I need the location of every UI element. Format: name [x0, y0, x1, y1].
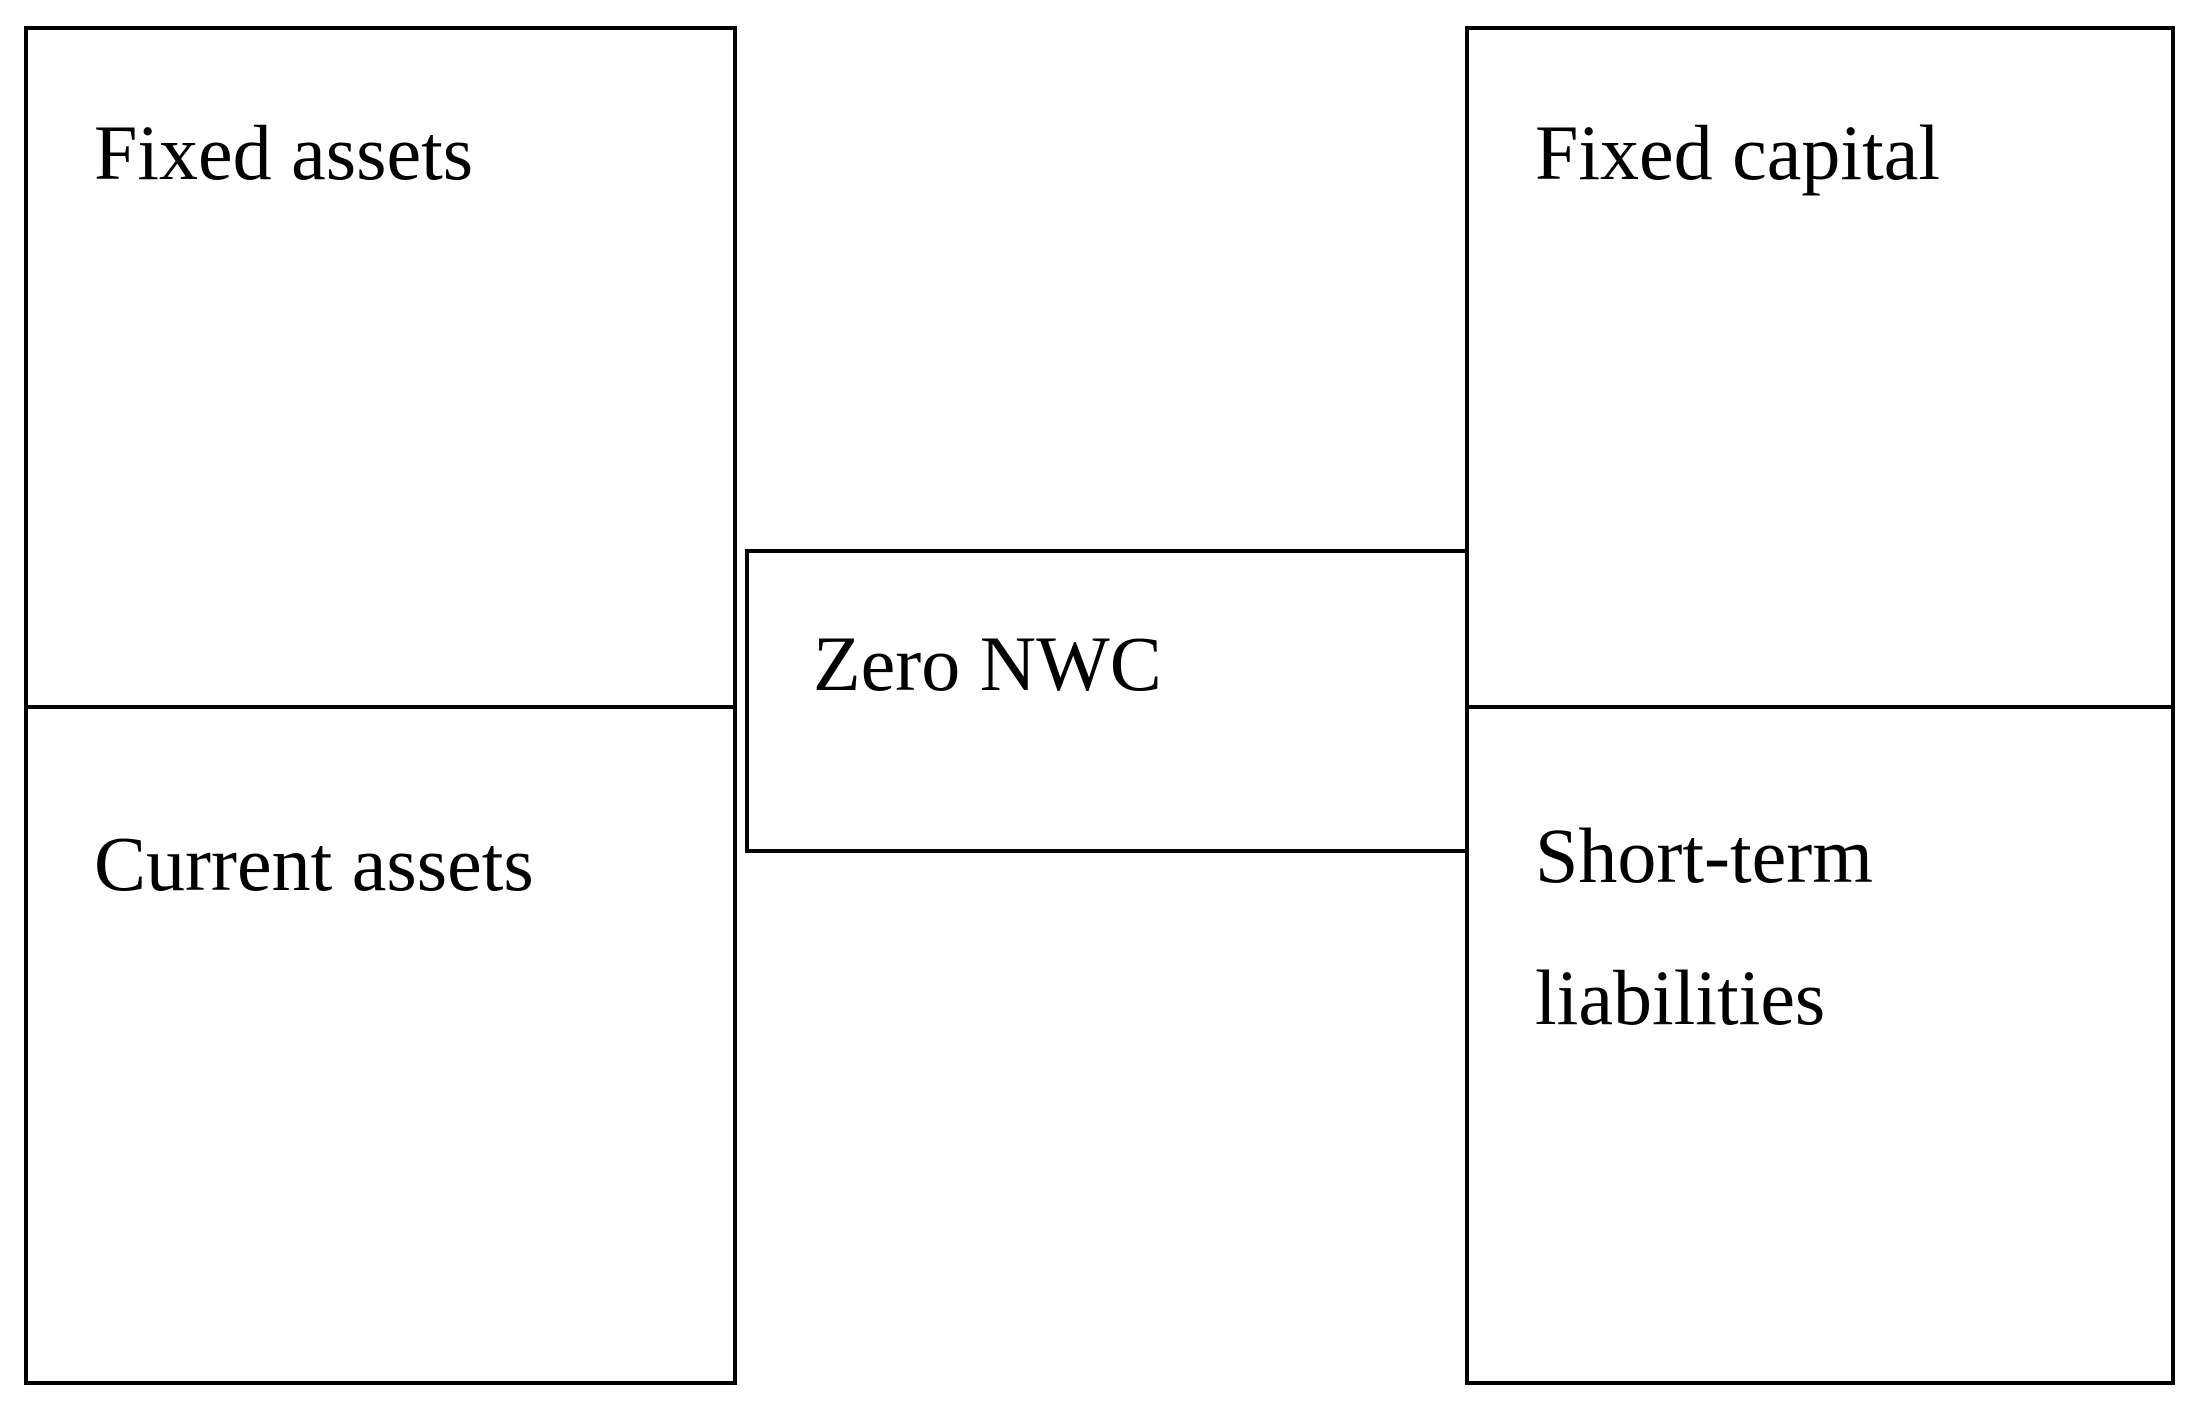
short-term-liabilities-box: Short-term liabilities	[1465, 705, 2175, 1385]
liabilities-line: liabilities	[1535, 954, 1826, 1041]
current-assets-label: Current assets	[94, 820, 534, 907]
current-assets-box: Current assets	[24, 705, 737, 1385]
fixed-assets-label: Fixed assets	[94, 109, 474, 196]
short-term-liabilities-label: Short-term liabilities	[1535, 785, 1873, 1069]
fixed-capital-box: Fixed capital	[1465, 26, 2175, 709]
zero-nwc-box: Zero NWC	[745, 549, 1469, 853]
zero-nwc-label: Zero NWC	[813, 620, 1162, 707]
fixed-assets-box: Fixed assets	[24, 26, 737, 709]
short-term-line: Short-term	[1535, 812, 1873, 899]
fixed-capital-label: Fixed capital	[1535, 109, 1941, 196]
